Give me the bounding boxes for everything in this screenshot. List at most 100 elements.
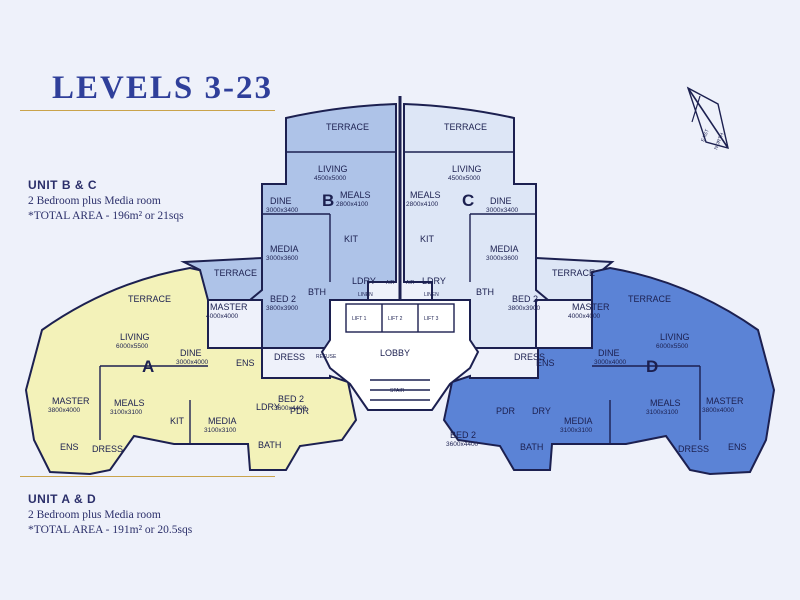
unit-c-room-ldry-label: LDRY [422, 276, 446, 286]
unit-ad-area: *TOTAL AREA - 191m² or 20.5sqs [28, 524, 193, 536]
unit-b-room-media-label: MEDIA [270, 244, 299, 254]
unit-ad-divider [20, 476, 275, 477]
unit-b-terrace-lower [180, 256, 263, 301]
unit-c-room-dimension: 3000x3600 [486, 255, 519, 262]
linen-label-c: LINEN [424, 292, 439, 298]
unit-ad-info: UNIT A & D 2 Bedroom plus Media room *TO… [28, 492, 192, 536]
compass-icon: NORTH EAST [686, 86, 729, 151]
unit-d-room-living-label: LIVING [660, 332, 690, 342]
unit-bc-name: UNIT B & C [28, 178, 97, 192]
unit-a-room-ens-label: ENS [60, 442, 79, 452]
unit-d-room-dimension: 3100x3100 [646, 409, 679, 416]
title-divider [20, 110, 275, 111]
unit-c-room-kit-label: KIT [420, 234, 435, 244]
unit-b-room-dimension: 3000x3600 [266, 255, 299, 262]
unit-a-room-dimension: 3100x3100 [110, 409, 143, 416]
unit-b-room-ens-label: ENS [236, 358, 255, 368]
unit-bc-area: *TOTAL AREA - 196m² or 21sqs [28, 210, 184, 222]
unit-c-room-meals-label: MEALS [410, 190, 441, 200]
unit-b-room-living-label: LIVING [318, 164, 348, 174]
unit-c-room-dimension: 4000x4000 [568, 313, 601, 320]
unit-c-room-dimension: 2800x4100 [406, 201, 439, 208]
unit-c-room-dimension: 4500x5000 [448, 175, 481, 182]
unit-a-room-bath-label: BATH [258, 440, 281, 450]
lift-3-label: LIFT 3 [424, 316, 439, 322]
unit-b-room-dimension: 4500x5000 [314, 175, 347, 182]
unit-c-room-living-label: LIVING [452, 164, 482, 174]
unit-c-room-terrace-label: TERRACE [444, 122, 487, 132]
lobby-label: LOBBY [380, 348, 410, 358]
unit-b-room-terrace-label: TERRACE [326, 122, 369, 132]
unit-a-letter: A [142, 357, 154, 376]
unit-b-room-dimension: 3000x3400 [266, 207, 299, 214]
unit-c-room-bed-2-label: BED 2 [512, 294, 538, 304]
unit-a-room-dimension: 3600x4400 [274, 405, 307, 412]
unit-b-room-meals-label: MEALS [340, 190, 371, 200]
unit-d-room-dimension: 6000x5500 [656, 343, 689, 350]
unit-d-room-dress-label: DRESS [678, 444, 709, 454]
unit-a-room-bed-2-label: BED 2 [278, 394, 304, 404]
unit-a-room-media-label: MEDIA [208, 416, 237, 426]
unit-d-room-bed-2-label: BED 2 [450, 430, 476, 440]
unit-a-room-pdr-label: PDR [290, 406, 310, 416]
unit-d-room-dry-label: DRY [532, 406, 551, 416]
lift-2-label: LIFT 2 [388, 316, 403, 322]
unit-b-room-terrace-label: TERRACE [214, 268, 257, 278]
unit-bc-info: UNIT B & C 2 Bedroom plus Media room *TO… [28, 178, 184, 222]
page-title: LEVELS 3-23 [52, 70, 273, 106]
stair-label: STAIR [390, 388, 405, 394]
linen-label-b: LINEN [358, 292, 373, 298]
unit-c-room-dine-label: DINE [490, 196, 512, 206]
unit-d-room-dimension: 3800x4000 [702, 407, 735, 414]
unit-ad-name: UNIT A & D [28, 492, 97, 506]
unit-d-room-media-label: MEDIA [564, 416, 593, 426]
unit-d-room-dine-label: DINE [598, 348, 620, 358]
compass-east-label: EAST [700, 128, 710, 142]
unit-d-area [442, 266, 776, 476]
core-area [320, 299, 480, 411]
refuse-label: REFUSE [316, 354, 337, 360]
unit-b-room-bth-label: BTH [308, 287, 326, 297]
lift-1-label: LIFT 1 [352, 316, 367, 322]
air-label-b: AIR [386, 280, 395, 286]
unit-ad-description: 2 Bedroom plus Media room [28, 509, 161, 521]
unit-b-letter: B [322, 191, 334, 210]
unit-a-room-dimension: 3000x4000 [176, 359, 209, 366]
unit-c-room-master-label: MASTER [572, 302, 610, 312]
unit-b-room-master-label: MASTER [210, 302, 248, 312]
unit-a-room-ldry-label: LDRY [256, 402, 280, 412]
unit-b-room-dimension: 2800x4100 [336, 201, 369, 208]
unit-d-room-dimension: 3100x3100 [560, 427, 593, 434]
unit-c-room-dress-label: DRESS [514, 352, 545, 362]
unit-b-room-dimension: 3800x3900 [266, 305, 299, 312]
unit-c-room-media-label: MEDIA [490, 244, 519, 254]
unit-a-room-dimension: 3100x3100 [204, 427, 237, 434]
unit-b-room-dimension: 4000x4000 [206, 313, 239, 320]
unit-a-room-dine-label: DINE [180, 348, 202, 358]
unit-b-room-dine-label: DINE [270, 196, 292, 206]
unit-d-room-dimension: 3000x4000 [594, 359, 627, 366]
air-label-c: AIR [406, 280, 415, 286]
unit-c-room-bth-label: BTH [476, 287, 494, 297]
unit-b-room-bed-2-label: BED 2 [270, 294, 296, 304]
unit-c-room-ens-label: ENS [536, 358, 555, 368]
unit-d-room-meals-label: MEALS [650, 398, 681, 408]
unit-d-room-master-label: MASTER [706, 396, 744, 406]
unit-d-room-pdr-label: PDR [496, 406, 516, 416]
unit-b-room-ldry-label: LDRY [352, 276, 376, 286]
unit-c-room-terrace-label: TERRACE [552, 268, 595, 278]
unit-d-room-bath-label: BATH [520, 442, 543, 452]
unit-bc-description: 2 Bedroom plus Media room [28, 195, 161, 207]
room-labels: TERRACELIVING4500x5000MEALS2800x4100DINE… [48, 122, 747, 454]
unit-d-letter: D [646, 357, 658, 376]
unit-c-letter: C [462, 191, 474, 210]
unit-d-room-dimension: 3600x4400 [446, 441, 479, 448]
unit-a-room-terrace-label: TERRACE [128, 294, 171, 304]
unit-d-room-ens-label: ENS [728, 442, 747, 452]
unit-a-room-dimension: 6000x5500 [116, 343, 149, 350]
unit-a-room-kit-label: KIT [170, 416, 185, 426]
unit-b-room-dress-label: DRESS [274, 352, 305, 362]
unit-a-room-master-label: MASTER [52, 396, 90, 406]
unit-a-room-dimension: 3800x4000 [48, 407, 81, 414]
